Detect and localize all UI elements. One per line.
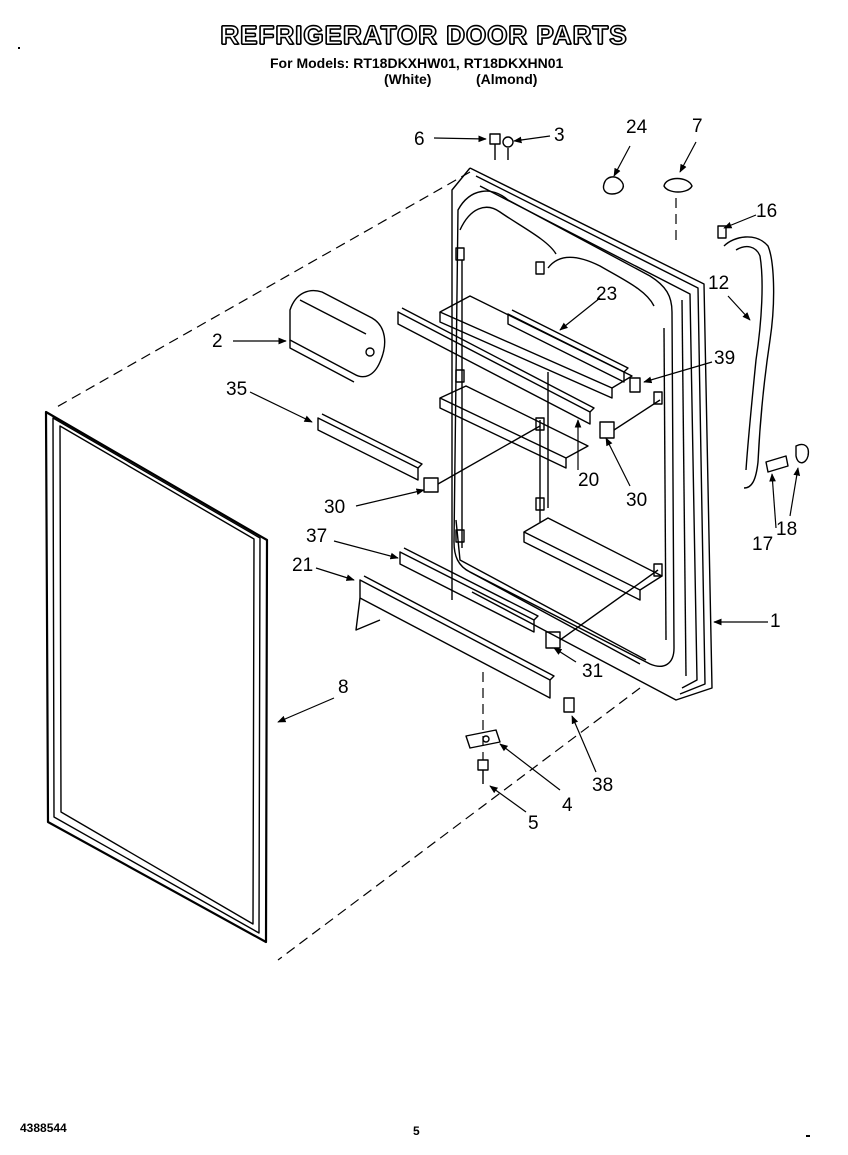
leader-arrows: [233, 135, 801, 813]
callout-part-23: 23: [596, 284, 618, 305]
dashed-alignment-lines: [54, 171, 677, 961]
color-label-almond: (Almond): [476, 71, 538, 87]
door-outer-shell: [451, 167, 713, 701]
color-label-white: (White): [384, 71, 432, 87]
end-caps: [423, 377, 661, 713]
plug-7: [663, 177, 693, 193]
callout-part-16: 16: [756, 201, 778, 222]
door-liner: [453, 190, 675, 667]
callout-part-8: 8: [338, 677, 349, 698]
shelf-bar-35: [317, 413, 423, 481]
callout-part-4: 4: [562, 795, 573, 816]
document-part-number: 4388544: [20, 1121, 67, 1135]
callout-part-24: 24: [626, 117, 648, 138]
callout-part-20: 20: [578, 470, 600, 491]
callout-part-12: 12: [708, 273, 730, 294]
callout-part-30-left: 30: [324, 497, 346, 518]
shelf-bar-21: [355, 575, 555, 699]
shelf-bar-20: [397, 307, 595, 425]
callout-part-18: 18: [776, 519, 798, 540]
callout-part-30-right: 30: [626, 490, 648, 511]
shelf-clips: [455, 247, 663, 577]
callout-part-1: 1: [770, 611, 781, 632]
models-line: For Models: RT18DKXHW01, RT18DKXHN01: [270, 55, 564, 71]
callout-part-21: 21: [292, 555, 314, 576]
callout-part-2: 2: [212, 331, 223, 352]
shelf-bar-23: [507, 309, 629, 383]
callout-part-6: 6: [414, 129, 425, 150]
door-shelves: [439, 295, 663, 665]
callout-part-35: 35: [226, 379, 248, 400]
callout-part-39: 39: [714, 348, 736, 369]
page-title: REFRIGERATOR DOOR PARTS: [220, 19, 628, 50]
page-number: 5: [413, 1124, 420, 1138]
callout-part-37: 37: [306, 526, 328, 547]
handle-screw-and-cap: [765, 443, 810, 473]
plug-24: [602, 176, 624, 195]
callout-part-7: 7: [692, 116, 703, 137]
callout-part-17: 17: [752, 534, 774, 555]
callout-part-3: 3: [554, 125, 565, 146]
top-hinge-hardware: [489, 133, 514, 160]
callout-part-38: 38: [592, 775, 614, 796]
callout-part-31: 31: [582, 661, 604, 682]
dairy-compartment: [289, 289, 386, 383]
door-gasket-part: [44, 410, 269, 944]
door-handle: [717, 225, 775, 489]
lower-hinge-hardware: [465, 729, 501, 784]
callout-part-5: 5: [528, 813, 539, 834]
shelf-bar-37: [399, 547, 539, 633]
